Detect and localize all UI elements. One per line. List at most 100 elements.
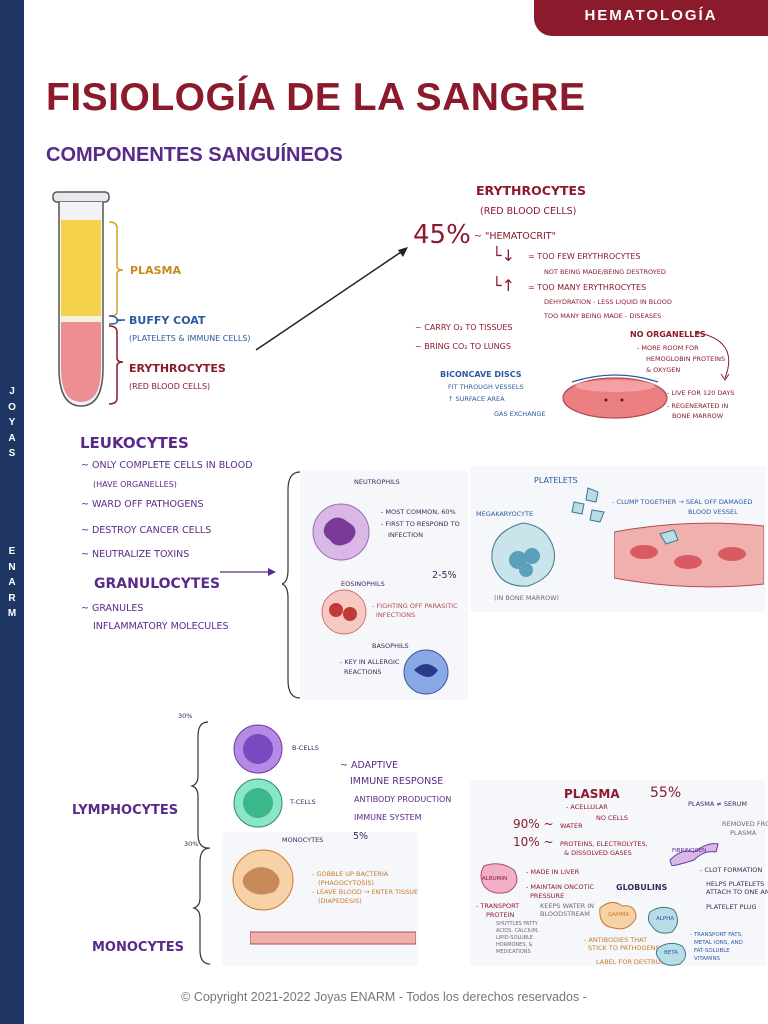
shuttles-5: MEDICATIONS xyxy=(496,949,531,955)
made-in-liver: - MADE IN LIVER xyxy=(526,868,580,876)
plasma-panel xyxy=(470,780,766,966)
transport-fats-2: METAL IONS, AND xyxy=(694,940,743,946)
keeps-water-2: BLOODSTREAM xyxy=(540,910,590,918)
leuko-point-1b: (HAVE ORGANELLES) xyxy=(93,480,177,489)
no-organelles-sub-2: HEMOGLOBIN PROTEINS xyxy=(646,355,726,363)
immune-system: IMMUNE SYSTEM xyxy=(354,813,422,822)
plasma-percent: 55% xyxy=(650,785,682,801)
no-organelles-sub-3: & OXYGEN xyxy=(646,366,681,374)
vessel-wall-icon xyxy=(250,928,416,945)
basophil-note-1: - KEY IN ALLERGIC xyxy=(340,658,400,666)
erythro-sub: (RED BLOOD CELLS) xyxy=(480,206,577,217)
sidebar-letter: A xyxy=(8,432,16,444)
eosinophil-note-1: - FIGHTING OFF PARASITIC xyxy=(372,602,458,610)
antibodies-1: - ANTIBODIES THAT xyxy=(584,936,648,944)
transport-fats-4: VITAMINS xyxy=(694,956,721,962)
eosinophil-note-2: INFECTIONS xyxy=(376,611,416,619)
acellular-text: - ACELLULAR xyxy=(566,803,608,811)
sidebar-letter: E xyxy=(8,546,16,557)
leuko-point-1: ~ ONLY COMPLETE CELLS IN BLOOD xyxy=(81,460,253,471)
sidebar-letter: Y xyxy=(8,417,16,428)
sidebar-letters-enarm: E N A R M xyxy=(0,544,24,622)
proteins-text-1: PROTEINS, ELECTROLYTES, xyxy=(560,840,648,848)
antibodies-2: STICK TO PATHOGENS xyxy=(588,944,660,952)
erythro-title: ERYTHROCYTES xyxy=(476,183,587,198)
eosinophils-title: EOSINOPHILS xyxy=(341,580,385,588)
sidebar-letter: A xyxy=(8,577,16,588)
antibody-production: ANTIBODY PRODUCTION xyxy=(354,795,452,804)
erythrocytes-sub: (RED BLOOD CELLS) xyxy=(129,382,211,391)
basophil-cell-icon xyxy=(403,649,449,695)
no-organelles: NO ORGANELLES xyxy=(630,330,706,339)
transport-text: - TRANSPORT xyxy=(476,902,520,910)
clot-text-1: - CLOT FORMATION xyxy=(700,866,763,874)
b-cell-icon xyxy=(233,724,283,774)
too-many-text: = TOO MANY ERYTHROCYTES xyxy=(528,283,647,292)
basophils-title: BASOPHILS xyxy=(372,642,409,650)
keeps-water-1: KEEPS WATER IN xyxy=(540,902,595,910)
gamma-globulin-icon xyxy=(599,902,637,930)
too-few-sub: NOT BEING MADE/BEING DESTROYED xyxy=(544,268,666,276)
gamma-label: GAMMA xyxy=(608,912,630,918)
serum-sub-1: REMOVED FROM xyxy=(722,820,768,828)
erythrocytes-label: ERYTHROCYTES xyxy=(129,362,226,375)
alpha-label: ALPHA xyxy=(656,916,675,922)
serum-text: PLASMA ≠ SERUM xyxy=(688,800,748,808)
megakaryocyte-label: MEGAKARYOCYTE xyxy=(476,510,534,518)
rbc-disc-icon xyxy=(562,374,668,419)
inflammatory-text: INFLAMMATORY MOLECULES xyxy=(93,621,229,632)
neutrophil-note-3: INFECTION xyxy=(388,531,424,539)
albumin-label: ALBUMIN xyxy=(482,876,508,882)
oncotic-1: - MAINTAIN ONCOTIC xyxy=(526,883,595,891)
b-cells-label: B-CELLS xyxy=(292,744,319,752)
eosinophils-percent: 2-5% xyxy=(432,570,457,581)
biconcave-sub-1: FIT THROUGH VESSELS xyxy=(448,383,524,391)
basophil-note-2: REACTIONS xyxy=(344,668,382,676)
granulocytes-title: GRANULOCYTES xyxy=(94,576,221,592)
transport-fats-3: FAT-SOLUBLE xyxy=(694,948,730,954)
hematocrit-percent: 45% xyxy=(413,220,471,250)
regenerated-1: - REGENERATED IN xyxy=(667,402,729,410)
red-blood-cell-illustration xyxy=(694,331,730,381)
transport-protein: PROTEIN xyxy=(486,911,515,919)
leuko-point-2: ~ WARD OFF PATHOGENS xyxy=(81,499,204,510)
section-tab-label: HEMATOLOGÍA xyxy=(584,7,718,24)
sidebar-letter: S xyxy=(8,448,16,459)
sidebar-letter: O xyxy=(8,401,16,413)
live-120-days: - LIVE FOR 120 DAYS xyxy=(667,389,735,397)
regenerated-2: BONE MARROW xyxy=(672,412,724,420)
neutrophils-title: NEUTROPHILS xyxy=(354,478,400,486)
monocytes-percent: 5% xyxy=(353,831,369,842)
eosinophil-cell-icon xyxy=(321,589,367,635)
sidebar-band xyxy=(0,0,24,1024)
monocytes-title: MONOCYTES xyxy=(92,940,184,955)
biconcave-sub-3: GAS EXCHANGE xyxy=(494,410,546,418)
shuttles-4: HORMONES, & xyxy=(496,942,533,948)
plasma-label: PLASMA xyxy=(130,264,181,277)
monocyte-note-2: (PHAGOCYTOSIS) xyxy=(318,879,375,887)
blood-vessel-icon xyxy=(614,522,764,588)
carry-o2: ~ CARRY O₂ TO TISSUES xyxy=(415,323,513,332)
arrow-down-icon: └↓ xyxy=(492,246,516,265)
adaptive-text: ~ ADAPTIVE xyxy=(340,760,398,771)
neutrophil-note-2: - FIRST TO RESPOND TO xyxy=(381,520,460,528)
lympho-percent: 30% xyxy=(178,712,193,720)
no-cells-text: NO CELLS xyxy=(596,814,629,822)
oncotic-2: PRESSURE xyxy=(530,892,565,900)
water-text: WATER xyxy=(560,822,583,830)
lymphocytes-title: LYMPHOCYTES xyxy=(72,803,179,818)
shuttles-1: SHUTTLES FATTY xyxy=(496,921,538,927)
brace-icon xyxy=(282,471,301,699)
clot-text-3: ATTACH TO ONE ANOTHER xyxy=(706,888,768,896)
bone-marrow-label: (IN BONE MARROW) xyxy=(494,594,560,602)
buffy-coat-label: BUFFY COAT xyxy=(129,314,206,327)
brace-icon xyxy=(192,847,211,965)
monocytes-label: MONOCYTES xyxy=(282,836,324,844)
too-few-text: = TOO FEW ERYTHROCYTES xyxy=(528,252,641,261)
globulins-title: GLOBULINS xyxy=(616,883,668,892)
leuko-point-4: ~ NEUTRALIZE TOXINS xyxy=(81,549,190,560)
sidebar-letter: M xyxy=(7,608,17,619)
sidebar-letter: N xyxy=(8,561,16,573)
neutrophil-note-1: - MOST COMMON, 60% xyxy=(381,508,456,516)
arrow-up-icon: └↑ xyxy=(492,276,516,295)
